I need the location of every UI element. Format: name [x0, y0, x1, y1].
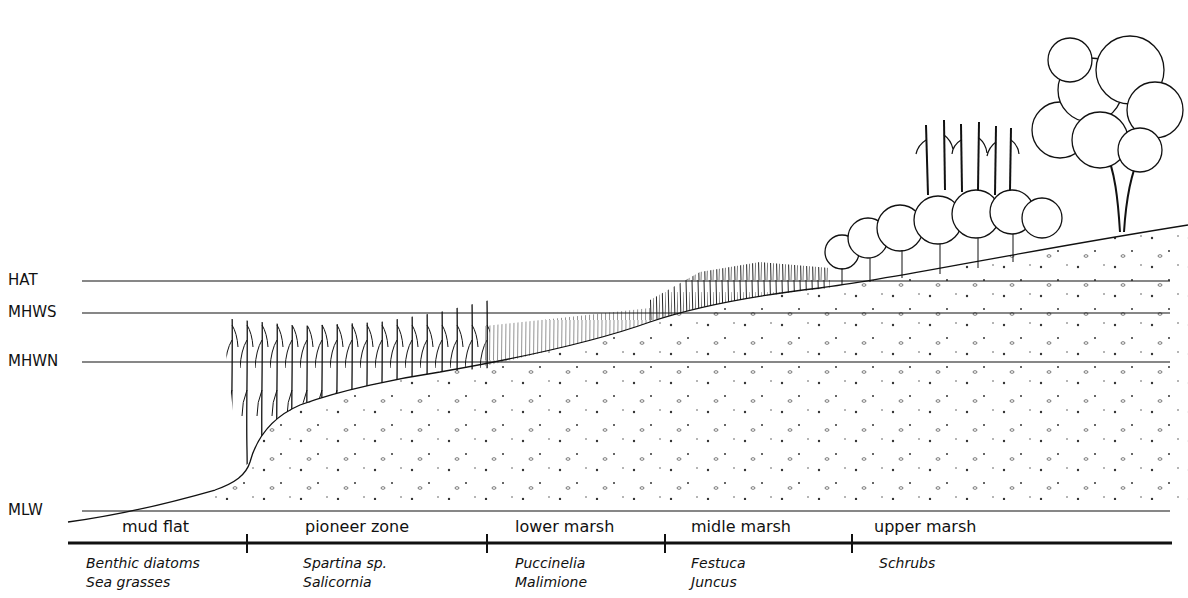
species-name: Puccinelia	[515, 556, 585, 570]
tide-level: HAT	[8, 273, 38, 288]
tide-level: MHWS	[8, 305, 57, 320]
zone-name: pioneer zone	[305, 519, 409, 535]
zone-name: upper marsh	[874, 519, 976, 535]
species-name: Salicornia	[303, 575, 372, 589]
species-name: Festuca	[691, 556, 746, 570]
species-name: Sea grasses	[86, 575, 170, 589]
tide-level: MHWN	[8, 354, 58, 369]
zone-name: midle marsh	[691, 519, 791, 535]
species-name: Juncus	[691, 575, 737, 589]
species-name: Benthic diatoms	[86, 556, 200, 570]
species-name: Malimione	[515, 575, 587, 589]
species-name: Schrubs	[879, 556, 935, 570]
species-name: Spartina sp.	[303, 556, 387, 570]
zone-name: lower marsh	[515, 519, 614, 535]
tide-level: MLW	[8, 503, 43, 518]
zone-name: mud flat	[122, 519, 189, 535]
